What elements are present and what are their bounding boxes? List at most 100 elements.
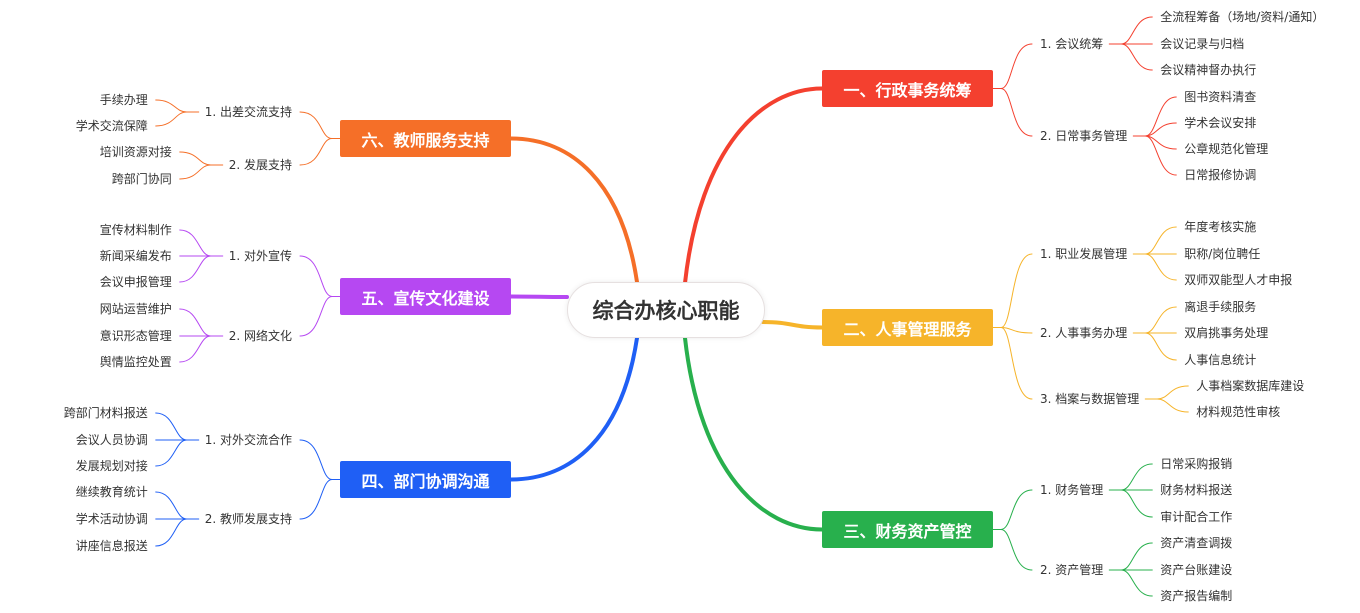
leaf-line — [1156, 398, 1189, 413]
leaf-line — [1144, 332, 1177, 361]
sub-branch-line — [992, 253, 1033, 328]
leaf-line — [155, 439, 188, 467]
sub-branch-line — [992, 489, 1033, 530]
leaf-line — [1120, 43, 1153, 71]
main-branch-line — [683, 336, 824, 532]
leaf-topic[interactable]: 会议精神督办执行 — [1160, 63, 1257, 77]
leaf-line — [179, 308, 212, 337]
leaf-topic[interactable]: 会议申报管理 — [99, 275, 172, 289]
leaf-topic[interactable]: 财务材料报送 — [1160, 483, 1233, 497]
leaf-topic[interactable]: 公章规范化管理 — [1184, 142, 1269, 156]
sub-topic[interactable]: 2. 资产管理 — [1040, 563, 1104, 577]
leaf-topic[interactable]: 讲座信息报送 — [75, 539, 148, 553]
leaf-topic[interactable]: 手续办理 — [99, 93, 148, 107]
leaf-topic[interactable]: 日常报修协调 — [1184, 168, 1257, 182]
sub-topic[interactable]: 1. 对外交流合作 — [204, 433, 292, 447]
main-branch-line — [509, 336, 639, 482]
leaf-line — [1144, 226, 1177, 255]
leaf-line — [1120, 463, 1153, 491]
sub-topic[interactable]: 2. 教师发展支持 — [204, 512, 292, 526]
leaf-topic[interactable]: 双肩挑事务处理 — [1184, 326, 1269, 340]
leaf-line — [1144, 135, 1177, 176]
leaf-line — [179, 229, 212, 257]
leaf-topic[interactable]: 继续教育统计 — [75, 485, 148, 499]
leaf-topic[interactable]: 会议记录与归档 — [1160, 37, 1245, 51]
leaf-topic[interactable]: 意识形态管理 — [99, 329, 172, 343]
leaf-line — [1120, 569, 1153, 597]
leaf-topic[interactable]: 日常采购报销 — [1160, 457, 1233, 471]
sub-topic[interactable]: 1. 财务管理 — [1040, 483, 1104, 497]
leaf-topic[interactable]: 跨部门材料报送 — [63, 406, 148, 420]
leaf-line — [1120, 16, 1153, 45]
leaf-topic[interactable]: 新闻采编发布 — [99, 249, 172, 263]
sub-topic[interactable]: 2. 日常事务管理 — [1040, 129, 1128, 143]
leaf-topic[interactable]: 图书资料清查 — [1184, 90, 1257, 104]
leaf-topic[interactable]: 全流程筹备（场地/资料/通知） — [1160, 10, 1325, 24]
leaf-line — [1144, 122, 1177, 137]
sub-branch-line — [299, 479, 341, 520]
leaf-topic[interactable]: 学术交流保障 — [75, 119, 148, 133]
sub-branch-line — [299, 296, 341, 337]
leaf-topic[interactable]: 年度考核实施 — [1184, 220, 1257, 234]
sub-branch-line — [992, 327, 1033, 400]
sub-branch-line — [992, 43, 1033, 89]
leaf-line — [1156, 385, 1189, 400]
leaf-topic[interactable]: 人事档案数据库建设 — [1196, 379, 1305, 393]
main-branch-line — [509, 136, 639, 284]
leaf-topic[interactable]: 审计配合工作 — [1160, 510, 1233, 524]
leaf-line — [179, 335, 212, 363]
leaf-line — [155, 491, 188, 520]
leaf-topic[interactable]: 双师双能型人才申报 — [1184, 273, 1293, 287]
leaf-line — [179, 255, 212, 283]
sub-topic[interactable]: 1. 对外宣传 — [228, 249, 292, 263]
leaf-topic[interactable]: 宣传材料制作 — [99, 223, 172, 237]
sub-branch-line — [299, 138, 341, 166]
leaf-line — [179, 164, 212, 180]
leaf-topic[interactable]: 跨部门协同 — [111, 172, 172, 186]
leaf-topic[interactable]: 离退手续服务 — [1184, 300, 1257, 314]
sub-branch-line — [299, 111, 341, 139]
leaf-line — [155, 99, 188, 113]
branch-node[interactable]: 四、部门协调沟通 — [340, 461, 511, 498]
branch-node[interactable]: 五、宣传文化建设 — [340, 278, 511, 315]
leaf-topic[interactable]: 学术活动协调 — [75, 512, 148, 526]
sub-topic[interactable]: 2. 人事事务办理 — [1040, 326, 1128, 340]
leaf-topic[interactable]: 职称/岗位聘任 — [1184, 247, 1261, 261]
leaf-line — [179, 151, 212, 166]
sub-branch-line — [992, 529, 1033, 571]
leaf-topic[interactable]: 人事信息统计 — [1184, 353, 1257, 367]
leaf-line — [1144, 306, 1177, 334]
leaf-topic[interactable]: 培训资源对接 — [99, 145, 172, 159]
sub-branch-line — [992, 88, 1033, 137]
leaf-topic[interactable]: 资产报告编制 — [1160, 589, 1233, 603]
sub-topic[interactable]: 2. 网络文化 — [228, 329, 292, 343]
main-branch-line — [761, 320, 824, 330]
leaf-topic[interactable]: 舆情监控处置 — [99, 355, 172, 369]
branch-node[interactable]: 二、人事管理服务 — [822, 309, 993, 346]
central-topic[interactable]: 综合办核心职能 — [567, 282, 765, 338]
leaf-line — [155, 111, 188, 127]
leaf-line — [1120, 542, 1153, 571]
sub-topic[interactable]: 2. 发展支持 — [228, 158, 292, 172]
leaf-topic[interactable]: 发展规划对接 — [75, 459, 148, 473]
leaf-topic[interactable]: 会议人员协调 — [75, 433, 148, 447]
leaf-line — [1120, 489, 1153, 518]
leaf-topic[interactable]: 材料规范性审核 — [1196, 405, 1281, 419]
sub-topic[interactable]: 1. 职业发展管理 — [1040, 247, 1128, 261]
sub-topic[interactable]: 3. 档案与数据管理 — [1040, 392, 1140, 406]
leaf-topic[interactable]: 网站运营维护 — [99, 302, 172, 316]
sub-topic[interactable]: 1. 出差交流支持 — [204, 105, 292, 119]
leaf-topic[interactable]: 资产台账建设 — [1160, 563, 1233, 577]
sub-branch-line — [299, 255, 341, 297]
branch-node[interactable]: 三、财务资产管控 — [822, 511, 993, 548]
leaf-line — [155, 412, 188, 441]
leaf-topic[interactable]: 资产清查调拨 — [1160, 536, 1233, 550]
leaf-topic[interactable]: 学术会议安排 — [1184, 116, 1257, 130]
main-branch-line — [509, 294, 569, 299]
sub-topic[interactable]: 1. 会议统筹 — [1040, 37, 1104, 51]
sub-branch-line — [299, 439, 341, 480]
branch-node[interactable]: 六、教师服务支持 — [340, 120, 511, 157]
main-branch-line — [683, 86, 824, 285]
branch-node[interactable]: 一、行政事务统筹 — [822, 70, 993, 107]
